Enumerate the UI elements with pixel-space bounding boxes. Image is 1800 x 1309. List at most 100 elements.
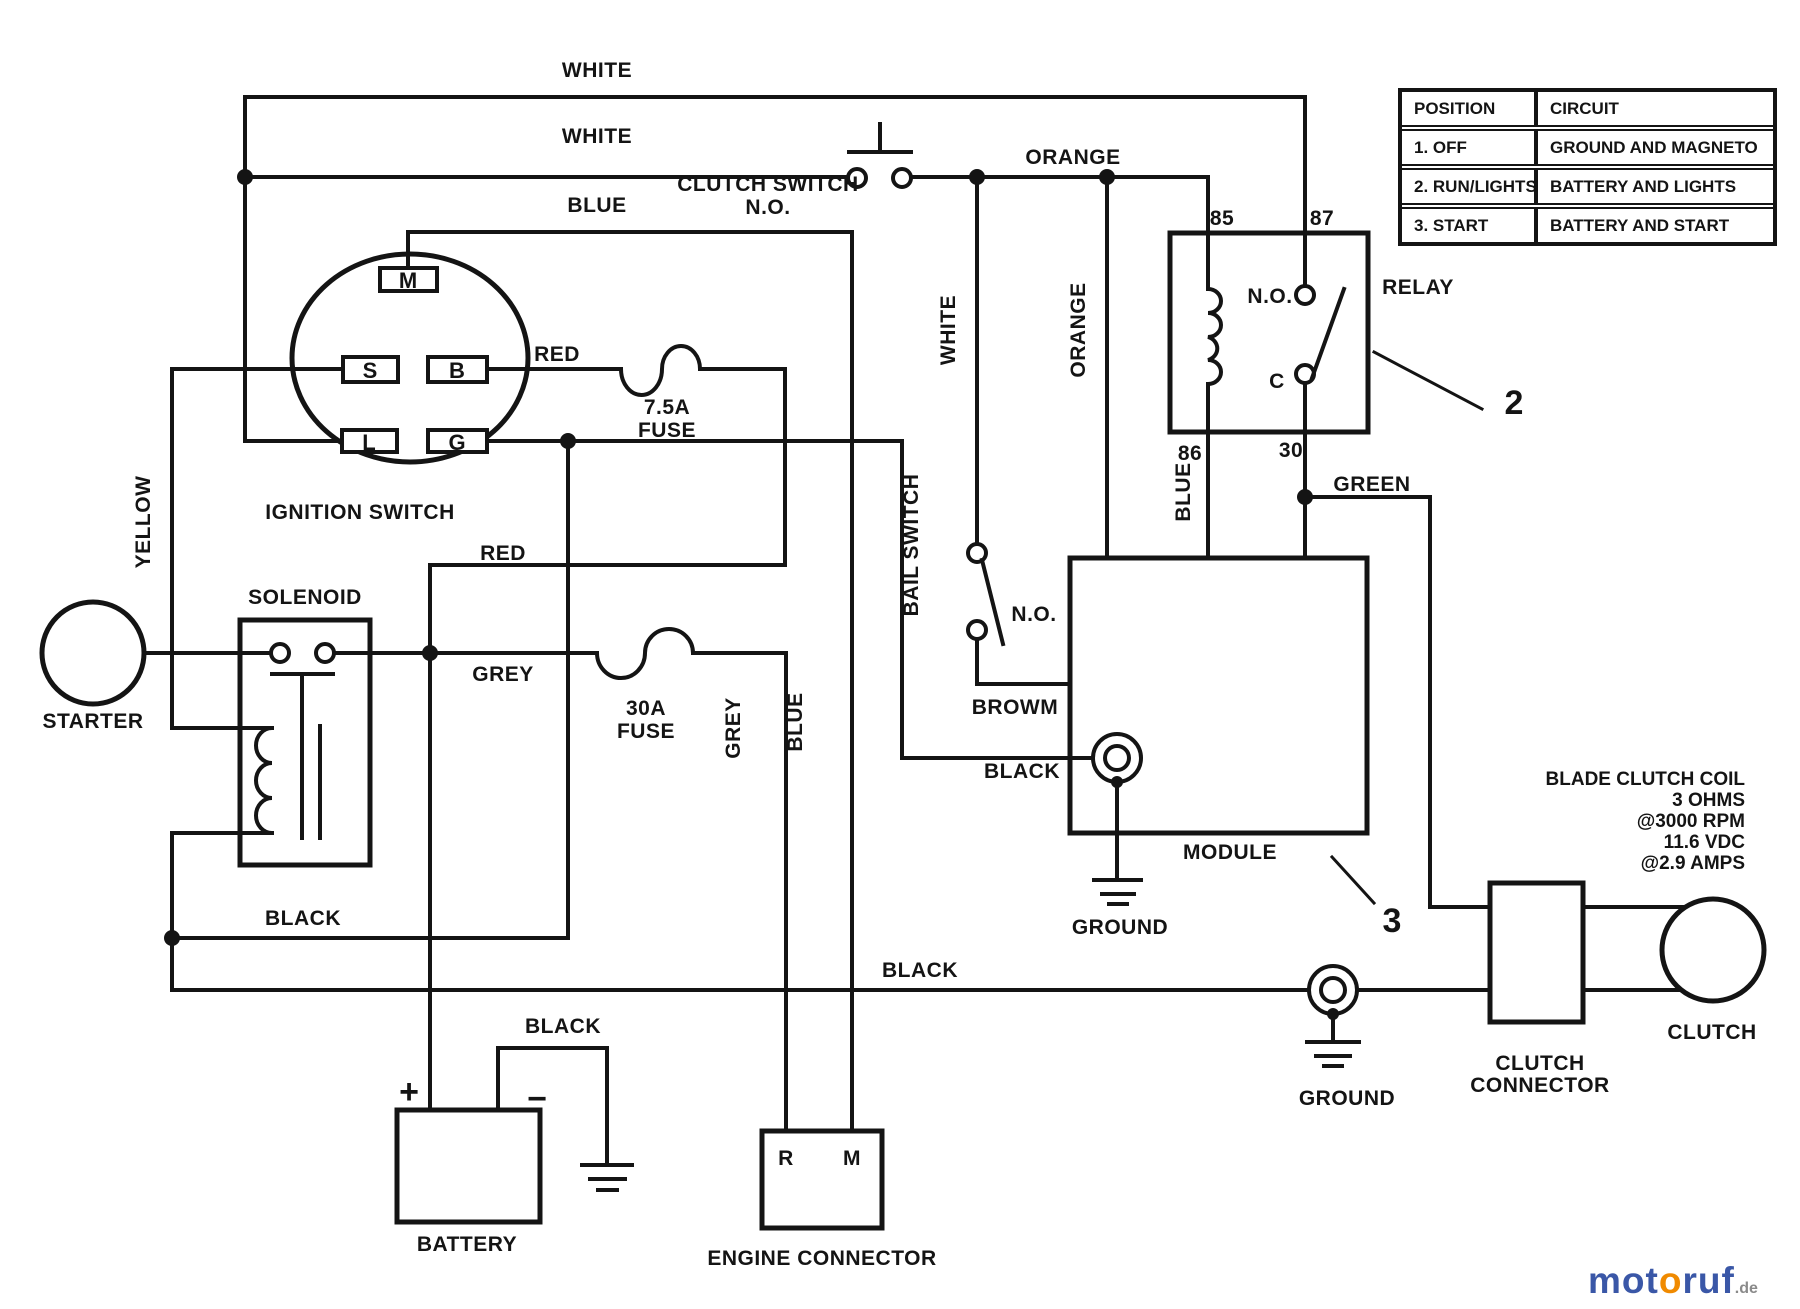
- clutch-switch-symbol: [846, 122, 913, 189]
- clutch-conn-label-2: CONNECTOR: [1470, 1074, 1609, 1097]
- clutch-connector-symbol: [1487, 880, 1586, 1025]
- starter-label: STARTER: [42, 710, 143, 733]
- white-top-wire: [243, 95, 1307, 443]
- white-mid-label: WHITE: [562, 125, 632, 148]
- coil-note-line: @3000 RPM: [1637, 811, 1745, 832]
- table-cell-position: 3. START: [1402, 209, 1538, 242]
- module-symbol: [1067, 555, 1377, 906]
- callout-2-line: [1371, 349, 1485, 412]
- yellow-wire: [170, 367, 345, 730]
- terminal-b: B: [449, 358, 465, 383]
- coil-note-line: BLADE CLUTCH COIL: [1546, 769, 1746, 790]
- fuse75-label: FUSE: [638, 419, 696, 442]
- blue-magneto-wire: [406, 230, 854, 1133]
- solenoid-coil-return-wire: [170, 831, 274, 940]
- blue-vert-label: BLUE: [784, 692, 807, 751]
- module-label: MODULE: [1183, 841, 1277, 864]
- terminal-l: L: [362, 430, 375, 455]
- grey-mid-label: GREY: [472, 663, 534, 686]
- black-left-label: BLACK: [265, 907, 341, 930]
- green-label: GREEN: [1333, 473, 1410, 496]
- table-row: 1. OFF GROUND AND MAGNETO: [1402, 131, 1773, 170]
- red-mid-label: RED: [480, 542, 526, 565]
- blue-86-label: BLUE: [1172, 462, 1195, 521]
- watermark-de: .de: [1734, 1280, 1758, 1297]
- terminal-s: S: [363, 358, 378, 383]
- clutch-switch-no-label: N.O.: [745, 196, 790, 219]
- relay-30-label: 30: [1279, 439, 1303, 462]
- junction-dots: [164, 169, 1313, 946]
- red-top-label: RED: [534, 343, 580, 366]
- black-bottom-wire: [170, 439, 1490, 992]
- position-circuit-table: POSITION CIRCUIT 1. OFF GROUND AND MAGNE…: [1398, 88, 1777, 246]
- solenoid-symbol: [237, 617, 373, 868]
- bail-no-label: N.O.: [1011, 603, 1056, 626]
- browm-label: BROWM: [972, 696, 1058, 719]
- orange-top-label: ORANGE: [1025, 146, 1120, 169]
- watermark-text: mot: [1588, 1260, 1659, 1301]
- relay-no-label: N.O.: [1247, 285, 1292, 308]
- callout-3: 3: [1383, 902, 1402, 940]
- yellow-label: YELLOW: [132, 476, 155, 569]
- relay-c-label: C: [1269, 370, 1285, 393]
- clutch-wires: [1582, 905, 1686, 992]
- relay-30-green-wire: [1303, 381, 1490, 909]
- bail-switch-label: BAIL SWITCH: [900, 474, 923, 617]
- table-cell-circuit: GROUND AND MAGNETO: [1550, 138, 1758, 157]
- ground-magneto-wire: [485, 439, 1094, 760]
- table-cell-circuit: BATTERY AND START: [1550, 216, 1730, 235]
- table-cell-circuit: BATTERY AND LIGHTS: [1550, 177, 1737, 196]
- relay-label: RELAY: [1382, 276, 1454, 299]
- fuse30-label: FUSE: [617, 720, 675, 743]
- relay-86-label: 86: [1178, 442, 1202, 465]
- watermark-o: o: [1658, 1260, 1683, 1301]
- fuse30-amp-label: 30A: [626, 697, 666, 720]
- coil-note-line: @2.9 AMPS: [1641, 853, 1745, 874]
- fuse75-amp-label: 7.5A: [644, 396, 690, 419]
- white-vert-label: WHITE: [937, 295, 960, 365]
- clutch-switch-label: CLUTCH SWITCH: [677, 173, 858, 196]
- battery-symbol: [394, 1107, 634, 1225]
- grey-wire: [332, 651, 788, 1133]
- ground-conn-label: GROUND: [1299, 1087, 1395, 1110]
- fuse-7-5a-symbol: [618, 344, 703, 397]
- diagram-labels: WHITE WHITE ORANGE BLUE CLUTCH SWITCH N.…: [42, 59, 1756, 1270]
- coil-note-line: 3 OHMS: [1672, 790, 1745, 811]
- relay-85-label: 85: [1210, 207, 1234, 230]
- browm-wire: [975, 636, 1072, 686]
- table-header-position: POSITION: [1402, 92, 1538, 125]
- table-cell-position: 1. OFF: [1402, 131, 1538, 164]
- ignition-switch-label: IGNITION SWITCH: [265, 501, 455, 524]
- solenoid-label: SOLENOID: [248, 586, 362, 609]
- callout-3-line: [1329, 854, 1377, 906]
- table-row: 2. RUN/LIGHTS BATTERY AND LIGHTS: [1402, 170, 1773, 209]
- battery-negative-wire: [496, 1046, 609, 1167]
- grey-vert-label: GREY: [722, 697, 745, 759]
- engine-connector-label: ENGINE CONNECTOR: [707, 1247, 936, 1270]
- fuse-30a-symbol: [594, 627, 696, 680]
- clutch-label: CLUTCH: [1667, 1021, 1756, 1044]
- engine-r-label: R: [778, 1147, 794, 1170]
- coil-note-line: 11.6 VDC: [1664, 832, 1746, 853]
- orange-vert-label: ORANGE: [1067, 282, 1090, 377]
- blade-clutch-coil-note: BLADE CLUTCH COIL 3 OHMS @3000 RPM 11.6 …: [1546, 769, 1746, 874]
- table-header-row: POSITION CIRCUIT: [1402, 92, 1773, 131]
- blue-top-label: BLUE: [567, 194, 626, 217]
- relay-87-label: 87: [1310, 207, 1334, 230]
- engine-connector-symbol: [759, 1128, 885, 1231]
- watermark-text: ruf: [1682, 1260, 1735, 1301]
- table-cell-position: 2. RUN/LIGHTS: [1402, 170, 1538, 203]
- callout-2: 2: [1505, 384, 1524, 422]
- engine-m-label: M: [843, 1147, 861, 1170]
- clutch-conn-label-1: CLUTCH: [1495, 1052, 1584, 1075]
- watermark-logo: motoruf.de: [1588, 1260, 1758, 1302]
- ignition-switch: [289, 251, 531, 465]
- black-bottom-label: BLACK: [882, 959, 958, 982]
- ground-connector-symbol: [1305, 964, 1361, 1068]
- black-batt-label: BLACK: [525, 1015, 601, 1038]
- module-ground-label: GROUND: [1072, 916, 1168, 939]
- battery-plus: +: [399, 1073, 419, 1111]
- table-header-circuit: CIRCUIT: [1550, 99, 1619, 118]
- starter-symbol: [39, 599, 147, 707]
